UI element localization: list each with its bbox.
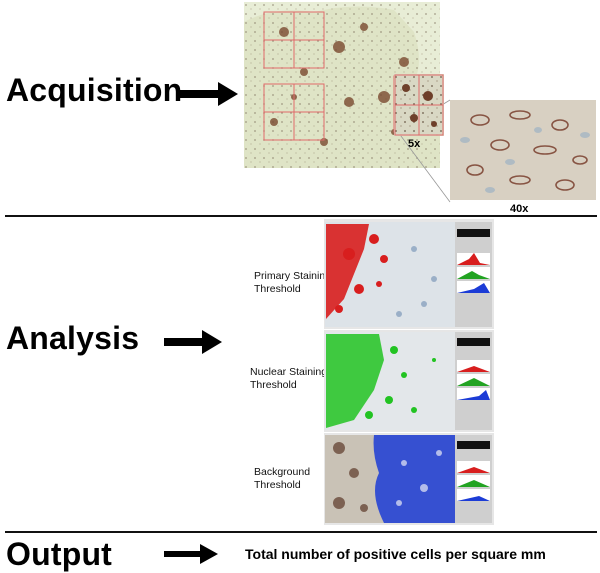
- nuclear-threshold-panel: [324, 330, 494, 432]
- acquisition-arrow-icon: [180, 82, 238, 106]
- output-title: Output: [6, 536, 113, 572]
- field-5x-image: [394, 74, 444, 136]
- section-divider-2: [5, 531, 597, 533]
- background-threshold-label: Background Threshold: [254, 466, 311, 491]
- analysis-title: Analysis: [6, 320, 140, 356]
- primary-threshold-panel: [324, 219, 494, 329]
- acquisition-title: Acquisition: [6, 72, 183, 108]
- zoom-label-40x: 40x: [510, 203, 529, 215]
- background-threshold-panel: [324, 433, 494, 525]
- zoom-label-5x: 5x: [408, 138, 421, 150]
- primary-threshold-label: Primary Staining Threshold: [254, 270, 332, 295]
- nuclear-threshold-label: Nuclear Staining Threshold: [250, 366, 328, 391]
- tissue-slide-image: [244, 2, 440, 168]
- output-text: Total number of positive cells per squar…: [245, 546, 546, 562]
- section-divider-1: [5, 215, 597, 217]
- field-40x-image: [450, 100, 596, 200]
- output-arrow-icon: [164, 544, 218, 564]
- analysis-arrow-icon: [164, 330, 222, 354]
